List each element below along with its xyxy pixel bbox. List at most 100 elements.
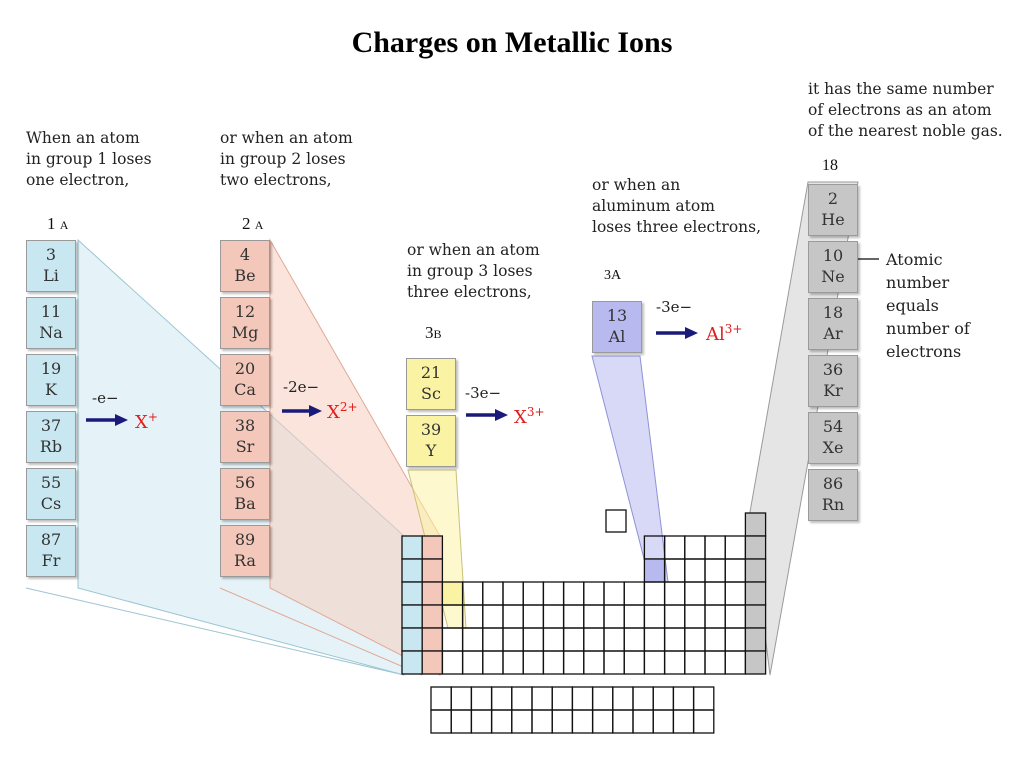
group1-ion-symbol: X — [135, 412, 148, 433]
table-cell — [663, 604, 686, 629]
table-cell — [511, 709, 533, 734]
table-cell — [704, 627, 726, 652]
table-cell — [421, 604, 444, 629]
table-cell — [502, 604, 524, 629]
atomic-number: 11 — [40, 302, 62, 321]
atomic-number-note: Atomic number equals number of electrons — [886, 250, 970, 361]
atomic-number: 54 — [822, 417, 844, 436]
table-cell — [502, 581, 524, 606]
table-cell — [562, 581, 585, 606]
table-cell — [744, 512, 767, 537]
group2-electron-loss: -2e− — [283, 378, 320, 396]
table-cell — [724, 604, 747, 629]
table-cell — [583, 581, 605, 606]
element-symbol: Cs — [40, 494, 62, 513]
table-cell — [643, 558, 666, 583]
element-symbol: Mg — [231, 323, 259, 342]
element-symbol: Sr — [235, 437, 255, 456]
element-symbol: Xe — [822, 438, 844, 457]
table-cell — [542, 650, 565, 675]
table-cell — [603, 627, 625, 652]
arrow-head — [115, 414, 128, 426]
group2-sub: A — [254, 218, 264, 232]
element-symbol: Al — [608, 327, 626, 346]
table-cell — [562, 604, 585, 629]
table-cell — [724, 650, 747, 675]
group1-ion: X+ — [135, 410, 158, 433]
table-cell — [652, 686, 675, 711]
page-title: Charges on Metallic Ions — [351, 26, 673, 59]
table-cell — [490, 686, 513, 711]
table-cell — [652, 709, 675, 734]
group3-ion-symbol: X — [514, 407, 527, 428]
table-cell — [531, 709, 553, 734]
table-cell — [744, 627, 767, 652]
table-cell — [623, 581, 646, 606]
table-cell — [663, 535, 686, 560]
table-cell — [450, 686, 473, 711]
table-cell — [704, 650, 726, 675]
table-cell — [704, 558, 726, 583]
table-cell — [663, 627, 686, 652]
group2-ion: X2+ — [327, 400, 358, 423]
table-cell — [551, 709, 574, 734]
table-cell — [704, 535, 726, 560]
group2-label: 2 A — [242, 214, 263, 234]
atomic-number: 12 — [234, 302, 256, 321]
atomic-number: 56 — [234, 473, 256, 492]
table-cell — [401, 581, 423, 606]
aluminum-ion-symbol: Al — [706, 324, 725, 345]
group2-ion-symbol: X — [327, 402, 340, 423]
table-cell — [441, 581, 464, 606]
caption-group1: When an atom in group 1 loses one electr… — [26, 129, 152, 189]
table-cell — [482, 650, 504, 675]
group3-number: 3 — [425, 323, 434, 342]
group2-projection — [269, 238, 441, 676]
table-cell — [643, 627, 666, 652]
table-cell — [704, 604, 726, 629]
table-cell — [450, 709, 473, 734]
table-cell — [744, 581, 767, 606]
atomic-number: 87 — [40, 530, 62, 549]
table-cell — [461, 627, 484, 652]
table-cell — [421, 650, 444, 675]
table-cell — [401, 558, 423, 583]
table-cell — [511, 686, 533, 711]
table-cell — [672, 686, 695, 711]
element-symbol: Ra — [234, 551, 256, 570]
group1-electron-loss: -e− — [92, 389, 119, 407]
table-cell — [551, 686, 574, 711]
group2-number: 2 — [242, 214, 251, 233]
table-cell — [522, 604, 545, 629]
table-cell — [522, 627, 545, 652]
table-cell — [603, 650, 625, 675]
table-cell — [421, 627, 444, 652]
element-symbol: Sc — [421, 384, 441, 403]
table-cell — [461, 581, 484, 606]
table-cell — [623, 627, 646, 652]
table-cell — [684, 535, 706, 560]
table-cell — [401, 650, 423, 675]
table-cell — [421, 558, 444, 583]
table-cell — [603, 604, 625, 629]
table-cell — [542, 581, 565, 606]
atomic-number: 10 — [822, 246, 844, 265]
table-cell — [470, 709, 493, 734]
element-symbol: Fr — [41, 551, 61, 570]
table-cell — [684, 581, 706, 606]
table-cell — [502, 650, 524, 675]
